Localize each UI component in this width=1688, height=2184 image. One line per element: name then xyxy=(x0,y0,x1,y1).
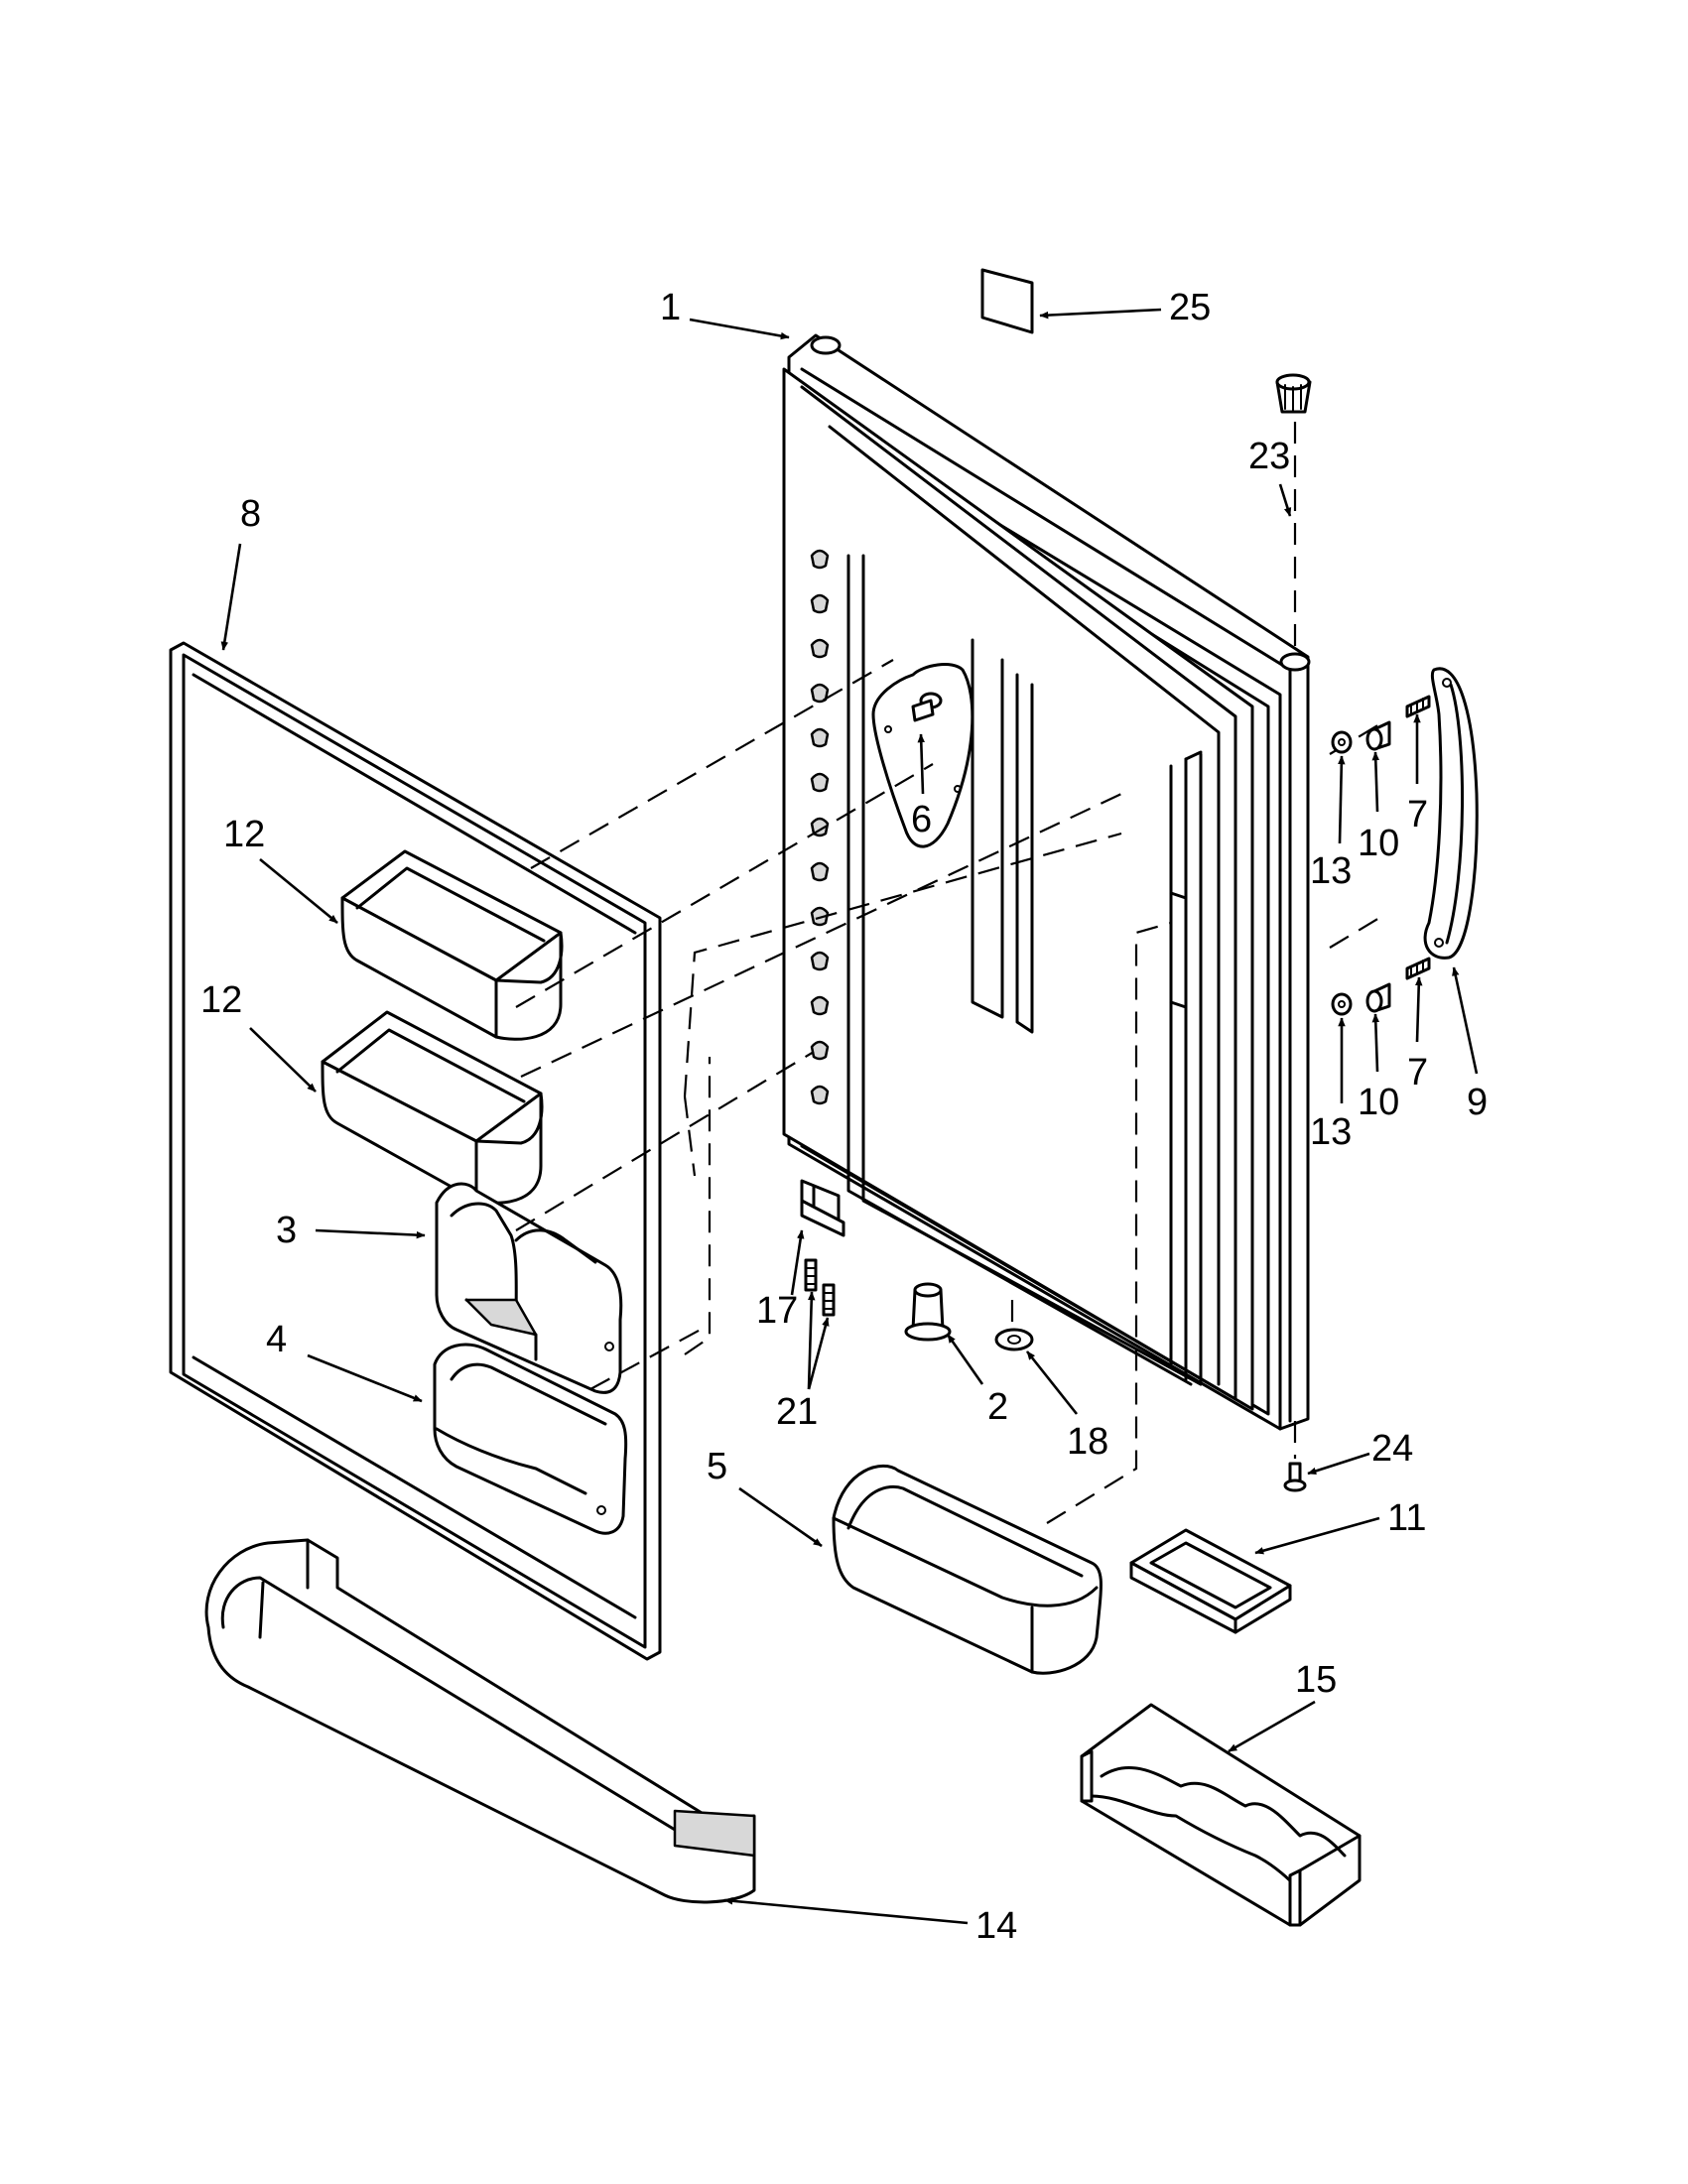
callout-1: 1 xyxy=(660,287,681,328)
shelf-cleats xyxy=(810,549,830,1105)
callout-12-lower: 12 xyxy=(200,979,242,1021)
callout-24: 24 xyxy=(1371,1428,1413,1470)
callout-arrows xyxy=(220,308,1479,1925)
callout-14: 14 xyxy=(975,1905,1017,1947)
part-1-door-frame xyxy=(782,333,1311,1431)
callout-9: 9 xyxy=(1467,1082,1488,1123)
callout-15: 15 xyxy=(1295,1659,1337,1701)
callout-23: 23 xyxy=(1248,436,1290,477)
callout-5: 5 xyxy=(707,1446,727,1487)
part-24-hinge-screw xyxy=(1283,1462,1307,1492)
callout-10-upper: 10 xyxy=(1358,823,1399,864)
lower-handle-hardware xyxy=(1331,957,1431,1016)
part-11-egg-tray xyxy=(1129,1528,1292,1634)
upper-handle-hardware xyxy=(1331,695,1431,754)
part-4-butter-bin xyxy=(433,1343,628,1535)
part-12-upper-bin xyxy=(340,849,564,1041)
callout-11: 11 xyxy=(1387,1497,1426,1539)
part-18-washer xyxy=(994,1328,1034,1351)
part-3-dairy-compartment xyxy=(435,1182,623,1394)
part-12-lower-bin xyxy=(321,1010,544,1205)
part-15-can-rack xyxy=(1080,1703,1362,1927)
part-21-screws xyxy=(804,1258,836,1317)
part-25-label-plate xyxy=(980,268,1034,334)
callout-17: 17 xyxy=(756,1290,798,1332)
callout-13-lower: 13 xyxy=(1310,1111,1352,1153)
callout-6: 6 xyxy=(911,799,932,840)
callout-7-lower: 7 xyxy=(1407,1052,1428,1093)
callout-4: 4 xyxy=(266,1319,287,1360)
callout-25: 25 xyxy=(1169,287,1211,328)
part-9-door-handle xyxy=(1423,667,1479,960)
part-2-hinge-pin xyxy=(904,1282,952,1342)
callout-3: 3 xyxy=(276,1210,297,1251)
part-5-door-bin xyxy=(832,1464,1104,1675)
callout-10-lower: 10 xyxy=(1358,1082,1399,1123)
callout-labels: 1 25 23 8 12 12 6 7 10 13 7 10 13 9 3 4 … xyxy=(200,287,1488,1947)
callout-2: 2 xyxy=(987,1386,1008,1428)
callout-18: 18 xyxy=(1067,1421,1108,1463)
callout-21: 21 xyxy=(776,1391,818,1433)
callout-13-upper: 13 xyxy=(1310,850,1352,892)
part-14-door-shelf xyxy=(204,1538,756,1904)
alignment-dashed-lines xyxy=(515,422,1380,1524)
callout-12-upper: 12 xyxy=(223,814,265,855)
part-17-hinge-bracket xyxy=(800,1199,845,1237)
part-23-hinge-bushing xyxy=(1275,373,1312,414)
callout-7-upper: 7 xyxy=(1407,794,1428,835)
callout-8: 8 xyxy=(240,493,261,535)
